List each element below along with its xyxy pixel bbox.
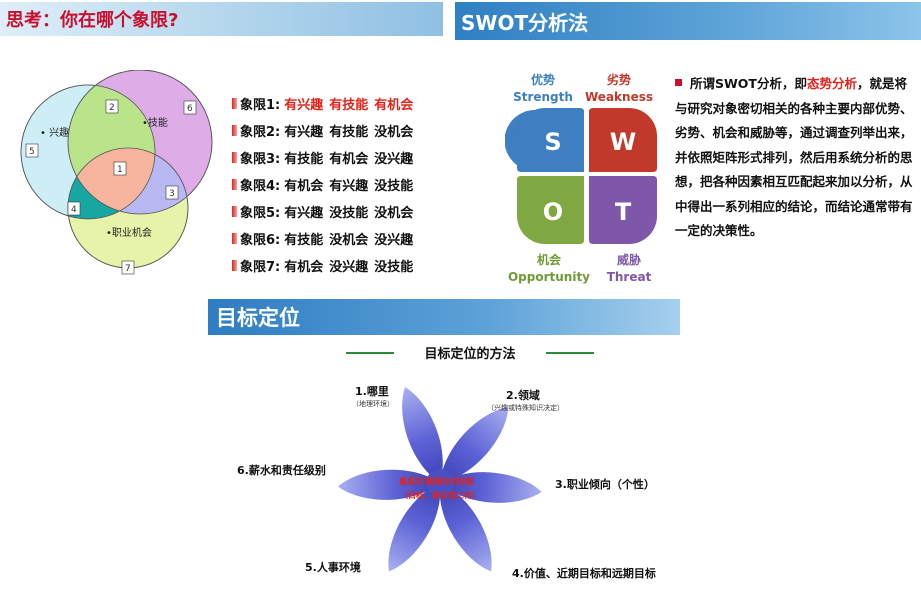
quadrant-row-5: 象限5: 有兴趣 没技能 没机会: [232, 198, 442, 225]
swot-w-petal: [589, 108, 657, 172]
quadrant-row-2: 象限2: 有兴趣 有技能 没机会: [232, 117, 442, 144]
flower-center-line-2: （目标、事业或工作）: [400, 491, 480, 500]
think-title: 思考：你在哪个象限?: [6, 10, 179, 31]
title-line-right: [545, 351, 594, 354]
venn-number-7: 7: [121, 260, 135, 275]
swot-t-letter: T: [615, 198, 632, 226]
flower-center-line-1: 最喜欢/最擅长的技能: [399, 477, 474, 486]
method-item-2-sub: （兴趣或特殊知识决定）: [487, 404, 564, 412]
venn-number-3: 3: [165, 185, 179, 200]
venn-number-1: 1: [113, 161, 127, 176]
petal-5: [388, 483, 441, 572]
bullet-icon: [232, 152, 237, 163]
svg-text:6: 6: [187, 104, 193, 114]
weakness-en-label: Weakness: [585, 90, 653, 104]
strength-cn-label: 优势: [531, 72, 555, 87]
bullet-icon: [232, 206, 237, 217]
method-item-3: 3.职业倾向（个性）: [555, 478, 655, 491]
petal-1: [402, 387, 443, 483]
think-banner: 思考：你在哪个象限?: [0, 2, 443, 36]
opportunity-cn-label: 机会: [537, 252, 562, 267]
svg-text:5: 5: [29, 147, 35, 157]
goal-banner: 目标定位: [208, 299, 680, 335]
opportunity-label: •职业机会: [106, 226, 152, 239]
method-item-5: 5.人事环境: [305, 561, 361, 574]
petal-6: [338, 469, 440, 500]
quadrant-row-4: 象限4: 有机会 有兴趣 没技能: [232, 171, 442, 198]
method-item-6: 6.薪水和责任级别: [237, 464, 326, 477]
flower-center: [426, 469, 454, 497]
square-bullet-icon: [675, 79, 682, 86]
venn-number-6: 6: [183, 100, 197, 115]
svg-text:1: 1: [117, 165, 123, 175]
bullet-icon: [232, 179, 237, 190]
bullet-icon: [232, 98, 237, 109]
quadrant-row-7: 象限7: 有机会 没兴趣 没技能: [232, 252, 442, 279]
flower-graphic: [338, 387, 542, 572]
swot-o-letter: O: [543, 198, 563, 226]
method-item-1: 1.哪里: [355, 385, 389, 398]
svg-text:7: 7: [125, 264, 131, 274]
svg-text:3: 3: [169, 189, 175, 199]
petal-3: [440, 472, 542, 503]
interest-label: • 兴趣: [40, 126, 69, 139]
quadrant-row-6: 象限6: 有技能 没机会 没兴趣: [232, 225, 442, 252]
title-line-left: [346, 351, 395, 354]
bullet-icon: [232, 125, 237, 136]
swot-s-letter: S: [544, 128, 561, 156]
petal-4: [439, 483, 492, 572]
quadrant-row-1: 象限1: 有兴趣 有技能 有机会: [232, 90, 442, 117]
swot-title: SWOT分析法: [461, 10, 589, 35]
strength-en-label: Strength: [513, 90, 573, 104]
quadrant-list: 象限1: 有兴趣 有技能 有机会 象限2: 有兴趣 有技能 没机会 象限3: 有…: [232, 90, 442, 279]
svg-text:4: 4: [71, 205, 77, 215]
swot-graphic: 优势 Strength 劣势 Weakness S W O T 机会 Oppor…: [505, 72, 657, 284]
swot-description: 所谓SWOT分析，即态势分析，就是将与研究对象密切相关的各种主要内部优势、劣势、…: [675, 76, 913, 238]
threat-cn-label: 威胁: [617, 252, 641, 267]
venn-number-4: 4: [67, 201, 81, 216]
threat-en-label: Threat: [607, 270, 652, 284]
opportunity-en-label: Opportunity: [508, 270, 590, 284]
method-item-2: 2.领域: [506, 389, 540, 402]
venn-number-2: 2: [105, 99, 119, 114]
quadrant-row-3: 象限3: 有技能 有机会 没兴趣: [232, 144, 442, 171]
skill-label: •技能: [142, 116, 168, 129]
swot-banner: SWOT分析法: [455, 2, 921, 40]
swot-t-petal: [589, 176, 657, 244]
swot-w-letter: W: [610, 128, 636, 156]
petal-2: [440, 407, 509, 483]
weakness-cn-label: 劣势: [607, 72, 631, 87]
venn-number-5: 5: [25, 143, 39, 158]
svg-text:2: 2: [109, 103, 115, 113]
bullet-icon: [232, 233, 237, 244]
method-item-1-sub: （地理环境）: [352, 400, 394, 408]
method-item-4: 4.价值、近期目标和远期目标: [512, 567, 656, 580]
goal-title: 目标定位: [216, 306, 300, 330]
venn-diagram: • 兴趣 •技能 •职业机会 1 2 3 4 5 6 7: [20, 70, 213, 275]
swot-o-petal: [517, 176, 584, 244]
method-title: 目标定位的方法: [330, 343, 610, 362]
swot-highlight: 态势分析: [806, 76, 857, 91]
bullet-icon: [232, 260, 237, 271]
